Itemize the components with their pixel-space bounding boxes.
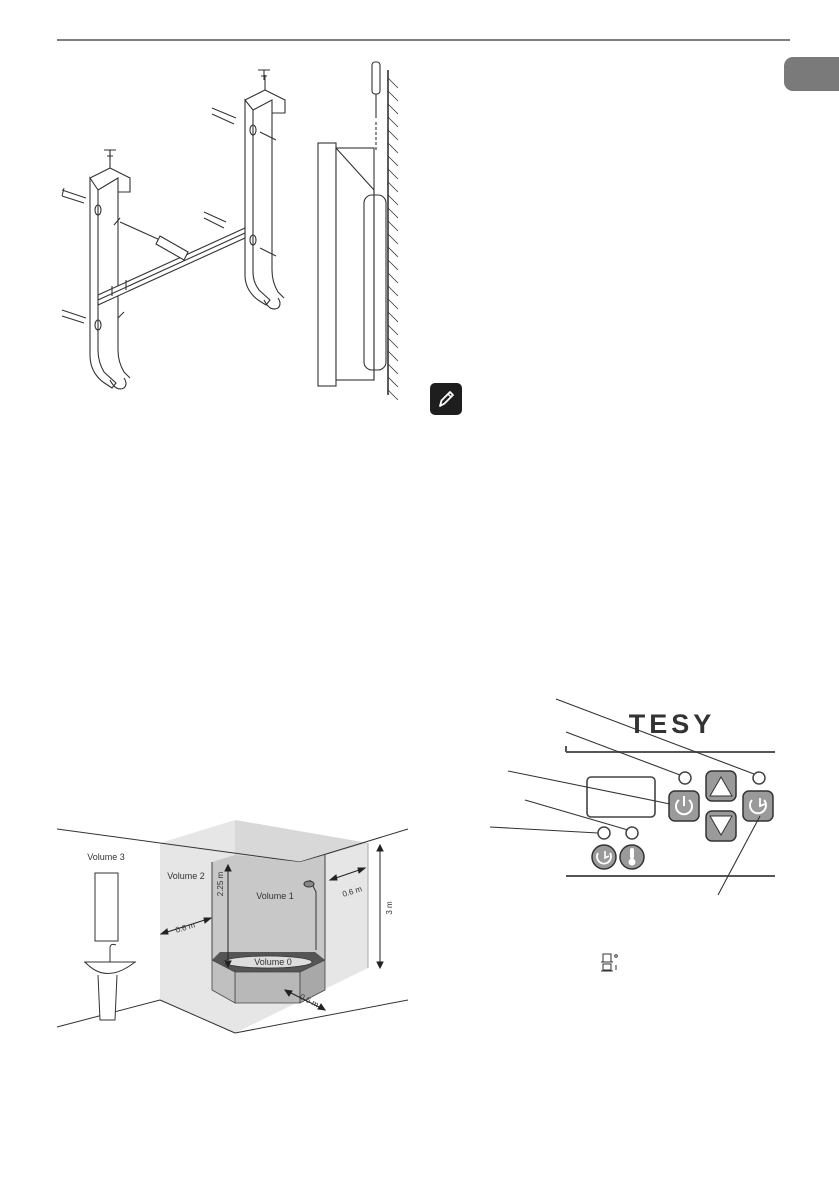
hatch-line <box>387 324 399 336</box>
installation-figure <box>61 69 286 390</box>
mounting-bracket-icon <box>89 150 131 390</box>
hatch-line <box>387 90 399 102</box>
pencil-note-icon <box>430 383 462 415</box>
hatch-line <box>387 376 399 388</box>
hatch-line <box>387 259 399 271</box>
hatch-line <box>387 220 399 232</box>
screwdriver-icon <box>371 61 381 118</box>
dimension-arrows <box>159 843 384 1011</box>
hatch-line <box>387 77 399 89</box>
callout-lines <box>489 698 761 896</box>
hatch-line <box>387 350 399 362</box>
hatch-line <box>387 142 399 154</box>
indicator-led <box>678 771 692 785</box>
hatch-line <box>387 155 399 167</box>
sink-icon <box>83 872 137 1021</box>
up-arrow-icon <box>705 770 737 802</box>
dim-front-label: 0.6 m <box>298 992 320 1009</box>
dim-total-label: 3 m <box>385 901 394 915</box>
volume-3-label: Volume 3 <box>87 852 125 862</box>
hatch-line <box>387 194 399 206</box>
eco-mode-icon <box>742 790 774 822</box>
hatch-line <box>387 311 399 323</box>
hatch-line <box>387 285 399 297</box>
wall-section-figure <box>317 61 399 401</box>
brand-logo: TESY <box>629 709 716 739</box>
hatch-line <box>387 363 399 375</box>
mounting-bracket-icon <box>244 75 286 310</box>
panel-display <box>586 776 656 818</box>
indicator-led <box>752 771 766 785</box>
volume-0-label: Volume 0 <box>254 957 292 967</box>
indicator-led <box>597 826 611 840</box>
hatch-line <box>387 129 399 141</box>
wall-plug-icon <box>61 107 237 324</box>
volume-2-label: Volume 2 <box>167 871 205 881</box>
hatch-line <box>387 103 399 115</box>
hatch-line <box>387 337 399 349</box>
hatch-line <box>387 272 399 284</box>
hatch-line <box>387 168 399 180</box>
hatch-line <box>387 181 399 193</box>
power-button-icon <box>668 790 700 822</box>
dim-height-label: 2.25 m <box>216 871 225 896</box>
down-arrow-icon <box>705 810 737 842</box>
volume-1-label: Volume 1 <box>256 891 294 901</box>
section-tab <box>784 57 839 91</box>
screwdriver-icon <box>119 221 189 261</box>
hatch-line <box>387 246 399 258</box>
indicator-led <box>625 826 639 840</box>
hatch-line <box>387 233 399 245</box>
thermometer-icon <box>619 844 645 870</box>
timer-mode-icon <box>591 844 617 870</box>
hatch-line <box>387 389 399 401</box>
screw-icon <box>104 69 277 319</box>
hatch-line <box>387 116 399 128</box>
hatch-line <box>387 298 399 310</box>
hatch-line <box>387 207 399 219</box>
control-panel-figure <box>489 698 775 972</box>
shower-icon <box>303 879 317 950</box>
tank-level-icon <box>601 953 618 972</box>
wall-hatching <box>387 77 399 401</box>
bathroom-zones-figure <box>56 820 409 1034</box>
bathtub-icon <box>211 952 326 1004</box>
